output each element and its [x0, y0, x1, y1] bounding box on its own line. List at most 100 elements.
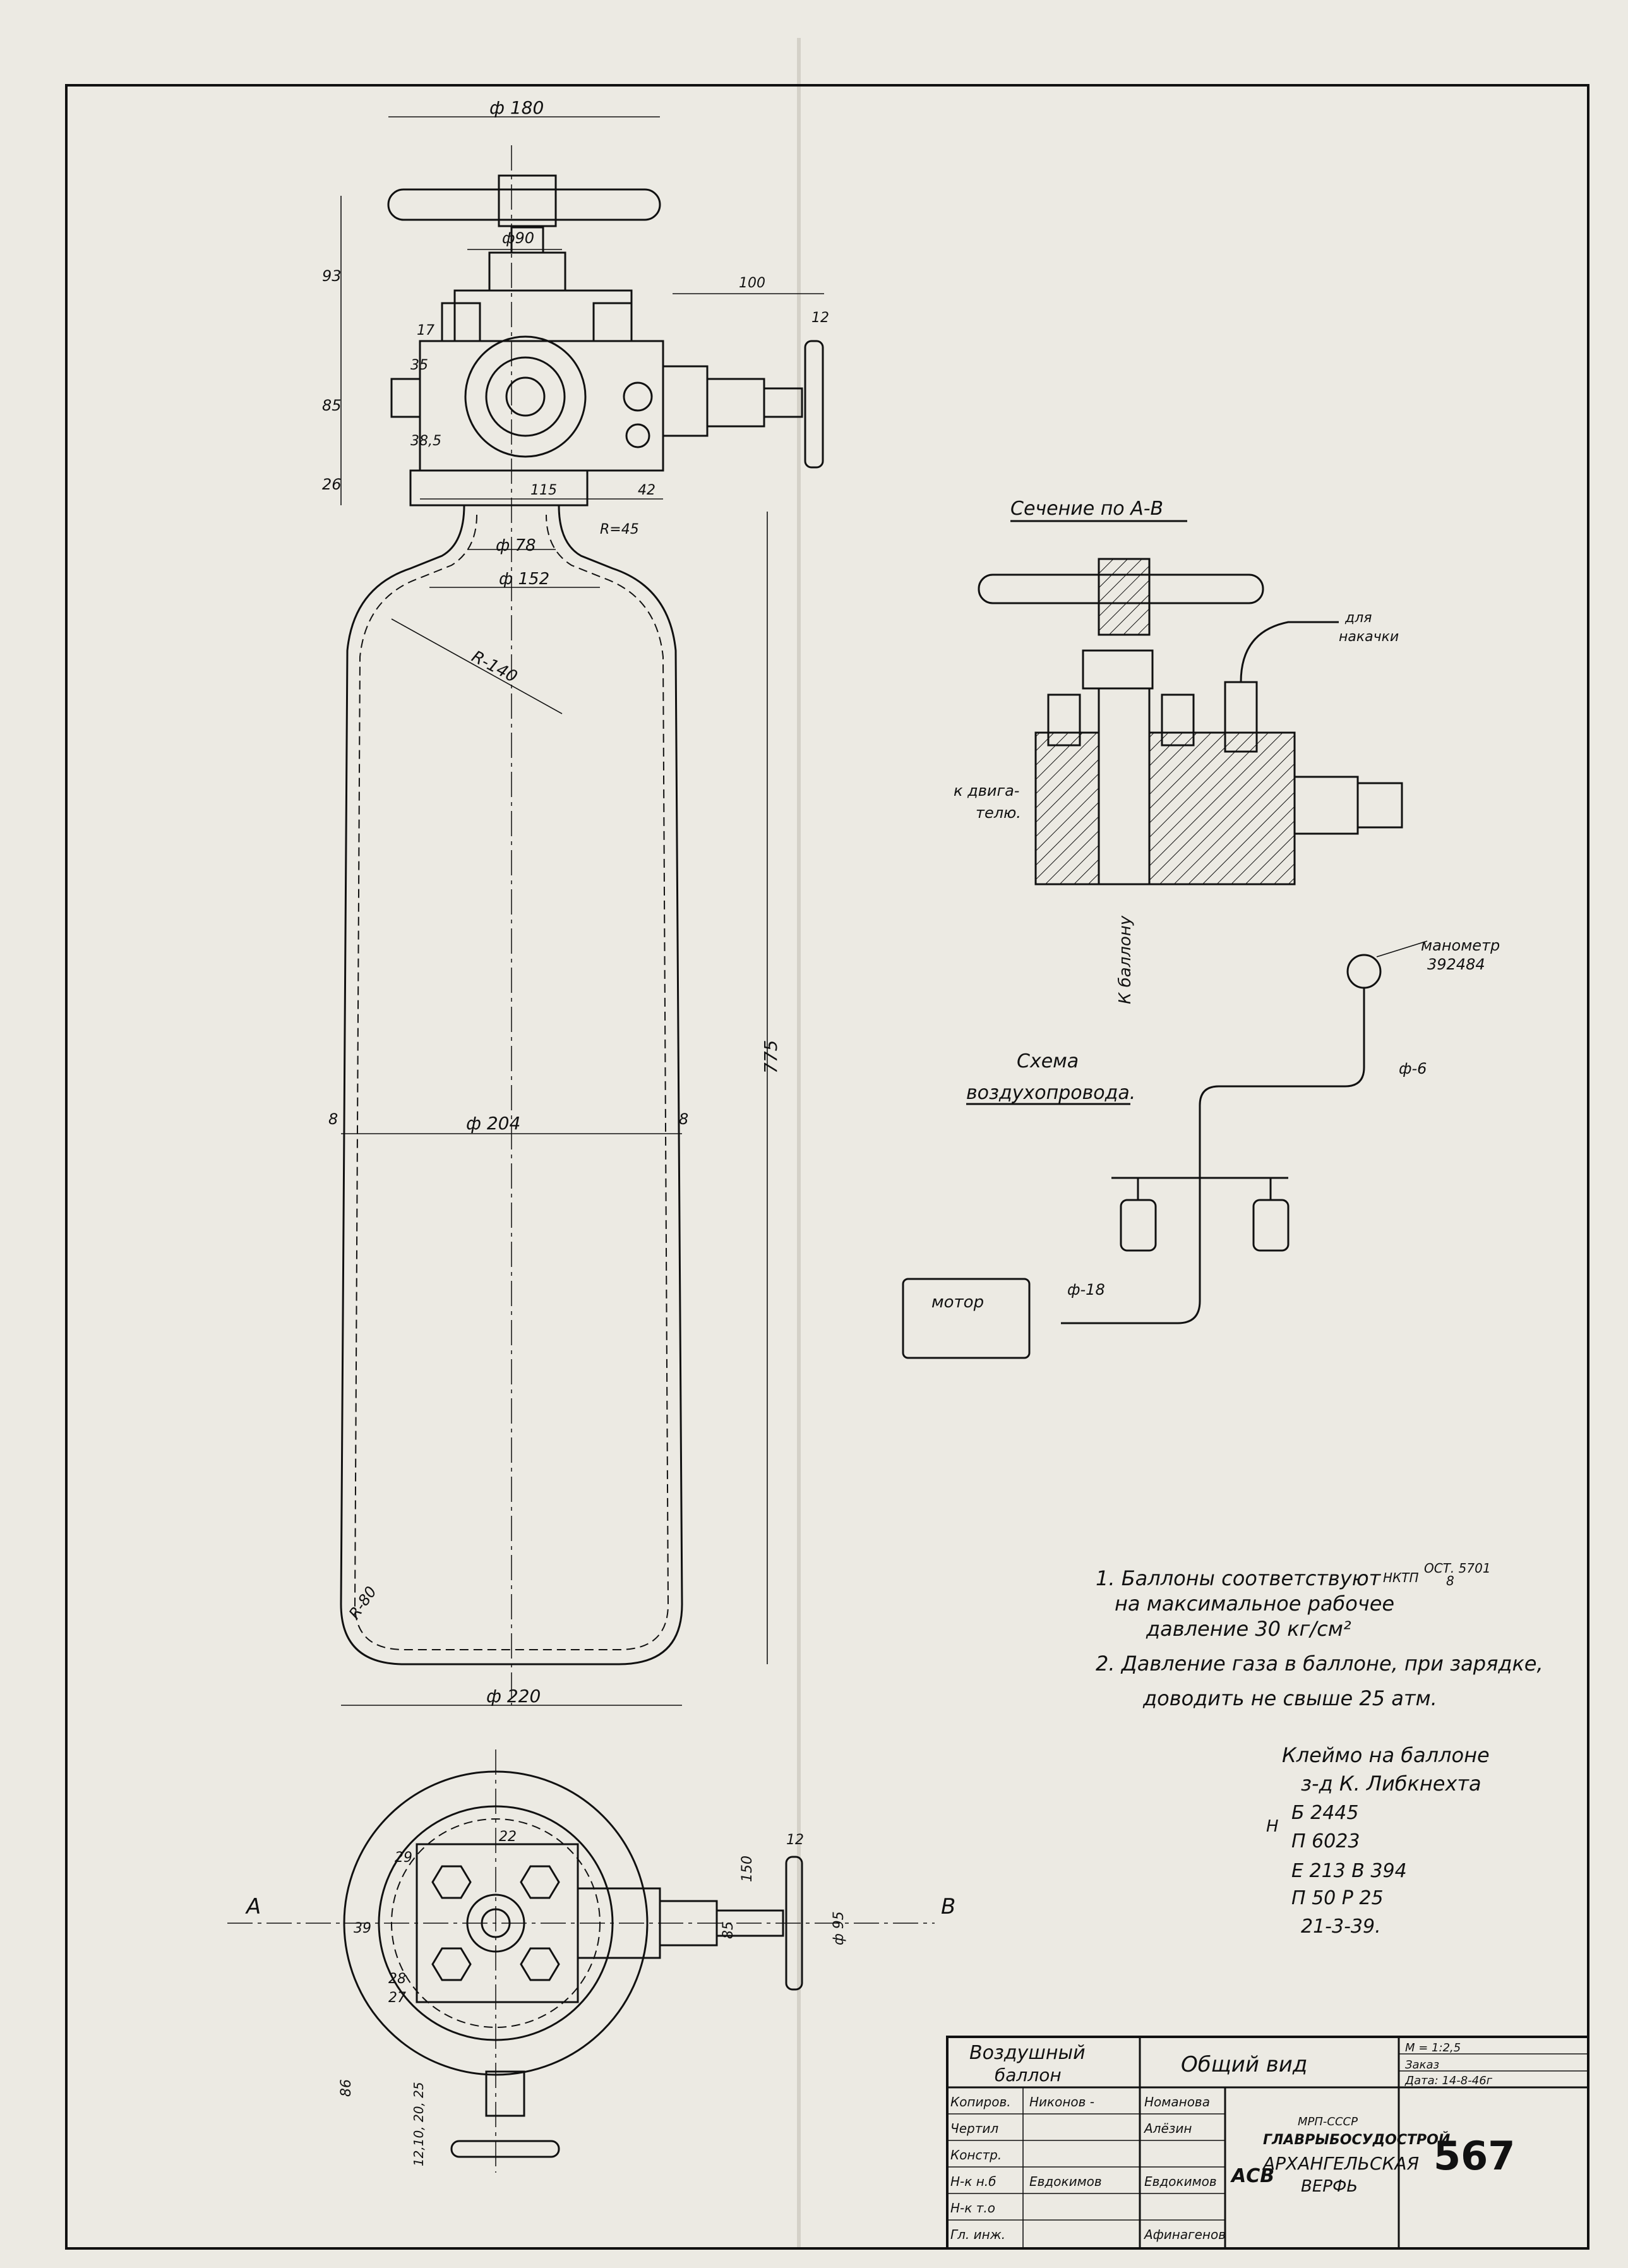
- title-order: Заказ: [1405, 2058, 1439, 2072]
- manometer-icon: [1346, 954, 1382, 989]
- note-1a: 1. Баллоны соответствуют: [1096, 1566, 1382, 1590]
- pipe-18-label: ф-18: [1067, 1281, 1105, 1299]
- note-2b: доводить не свыше 25 атм.: [1142, 1686, 1437, 1710]
- logo-text: АСВ: [1230, 2165, 1274, 2187]
- role-3: Н-к н.б: [950, 2174, 996, 2189]
- dim-150: 150: [739, 1856, 755, 1882]
- dim-8-right: 8: [679, 1110, 688, 1128]
- section-label-b: В: [941, 1894, 955, 1919]
- dim-28: 28: [388, 1971, 406, 1987]
- bottle-icon-1: [1120, 1199, 1157, 1252]
- dim-r45: R=45: [600, 522, 639, 537]
- dim-r80: R-80: [345, 1583, 380, 1623]
- dim-22: 22: [499, 1829, 517, 1845]
- cylinder-body: [340, 504, 683, 1665]
- scheme-title-1: Схема: [1017, 1050, 1079, 1072]
- title-block: Воздушный баллон Общий вид М = 1:2,5 Зак…: [946, 2036, 1589, 2250]
- cylinder-plan-view: А В 39 29 22 28 27 150 85 ф 95 12 86 12,…: [227, 1749, 955, 2173]
- valve-handle: [387, 188, 661, 221]
- stamp-line-1: з-д К. Либкнехта: [1301, 1772, 1481, 1796]
- note-1c: давление 30 кг/см²: [1146, 1617, 1351, 1641]
- role-2: Констр.: [950, 2147, 1002, 2163]
- dim-93: 93: [322, 267, 342, 285]
- dim-85: 85: [322, 397, 342, 414]
- role-1: Чертил: [950, 2121, 998, 2136]
- org-1: МРП-СССР: [1298, 2115, 1358, 2128]
- org-2: ГЛАВРЫБОСУДОСТРОЙ: [1263, 2132, 1450, 2148]
- valve-nut: [464, 335, 587, 458]
- stamp-line-5: П 50 Р 25: [1291, 1887, 1384, 1909]
- role-4: Н-к т.о: [950, 2200, 995, 2216]
- title-name-2: баллон: [995, 2065, 1062, 2085]
- cylinder-elevation: [340, 145, 824, 1705]
- dim-38-5: 38,5: [410, 433, 441, 449]
- title-scale: М = 1:2,5: [1405, 2041, 1461, 2055]
- name-0: Номанова: [1144, 2094, 1210, 2109]
- scheme-title-2: воздухопровода.: [966, 1082, 1135, 1104]
- stamp-line-6: 21-3-39.: [1301, 1916, 1381, 1938]
- dim-775: 775: [760, 1040, 781, 1074]
- dim-r140: R-140: [469, 647, 520, 687]
- dim-d204: ф 204: [466, 1113, 520, 1134]
- section-body: [1034, 731, 1296, 885]
- title-name-1: Воздушный: [969, 2042, 1086, 2064]
- dim-12b: 12: [786, 1832, 804, 1848]
- dim-29: 29: [395, 1850, 412, 1866]
- dim-85b: 85: [721, 1921, 736, 1939]
- dim-42: 42: [638, 483, 655, 498]
- bottle-icon-2: [1252, 1199, 1290, 1252]
- section-label-a: А: [245, 1894, 261, 1919]
- dim-d220: ф 220: [486, 1686, 541, 1707]
- dim-26: 26: [322, 476, 342, 493]
- stamp-line-3: П 6023: [1291, 1830, 1360, 1852]
- dim-100: 100: [739, 275, 765, 291]
- note-1b: на максимальное рабочее: [1115, 1592, 1394, 1616]
- dim-115: 115: [530, 483, 557, 498]
- label-for-inflate: для: [1344, 610, 1372, 626]
- stamp-line-2: Б 2445: [1291, 1802, 1358, 1824]
- note-2a: 2. Давление газа в баллоне, при зарядке,: [1096, 1652, 1543, 1676]
- name-5: Афинагенов: [1143, 2227, 1226, 2242]
- note-1-frac-bot: 8: [1446, 1573, 1454, 1588]
- manometer-label: манометр: [1421, 937, 1500, 954]
- sign-3: Евдокимов: [1029, 2174, 1102, 2189]
- label-to-engine-2: телю.: [976, 804, 1021, 822]
- dim-stack: 12,10, 20, 25: [411, 2082, 426, 2166]
- dim-12: 12: [811, 310, 829, 326]
- section-title: Сечение по А-В: [1010, 498, 1163, 520]
- dim-d152: ф 152: [499, 570, 549, 589]
- note-1-frac-left: НКТП: [1383, 1570, 1419, 1585]
- shipyard-logo-icon: АСВ: [1230, 2165, 1274, 2187]
- label-to-engine: к двига-: [954, 782, 1019, 800]
- dim-35: 35: [410, 357, 428, 373]
- sheet-number: 567: [1433, 2133, 1515, 2179]
- section-ab: Сечение по А-В для накачки к двига- телю…: [954, 498, 1403, 1004]
- org-3: АРХАНГЕЛЬСКАЯ: [1262, 2153, 1419, 2174]
- label-to-cylinder: К баллону: [1116, 915, 1135, 1004]
- role-5: Гл. инж.: [950, 2227, 1005, 2242]
- elevation-dimensions: ф 180 ф90 93 85 26 17 35 38,5 115 42 100…: [322, 97, 829, 1707]
- role-0: Копиров.: [950, 2094, 1011, 2109]
- sign-0: Никонов -: [1029, 2094, 1094, 2109]
- label-inflate-2: накачки: [1339, 629, 1399, 645]
- dim-39: 39: [354, 1921, 371, 1936]
- motor-label: мотор: [931, 1293, 984, 1312]
- dim-d90: ф90: [502, 229, 534, 247]
- dim-17: 17: [417, 323, 434, 339]
- pipe-6-label: ф-6: [1399, 1060, 1427, 1077]
- drawing-frame: [65, 84, 1589, 2250]
- name-3: Евдокимов: [1144, 2174, 1217, 2189]
- stamp-extra: Н: [1266, 1817, 1279, 1836]
- title-date: Дата: 14-8-46г: [1404, 2074, 1493, 2087]
- dim-d78: ф 78: [496, 536, 536, 555]
- notes: 1. Баллоны соответствуют ОСТ. 5701 НКТП …: [1096, 1561, 1543, 1938]
- stamp-title: Клеймо на баллоне: [1282, 1743, 1490, 1767]
- name-1: Алёзин: [1143, 2121, 1192, 2136]
- dim-d95: ф 95: [831, 1911, 847, 1945]
- title-view: Общий вид: [1181, 2052, 1307, 2077]
- dim-8-left: 8: [328, 1110, 338, 1128]
- manometer-number: 392484: [1427, 956, 1485, 973]
- air-line-scheme: Схема воздухопровода. манометр 392484 ф-…: [902, 937, 1500, 1359]
